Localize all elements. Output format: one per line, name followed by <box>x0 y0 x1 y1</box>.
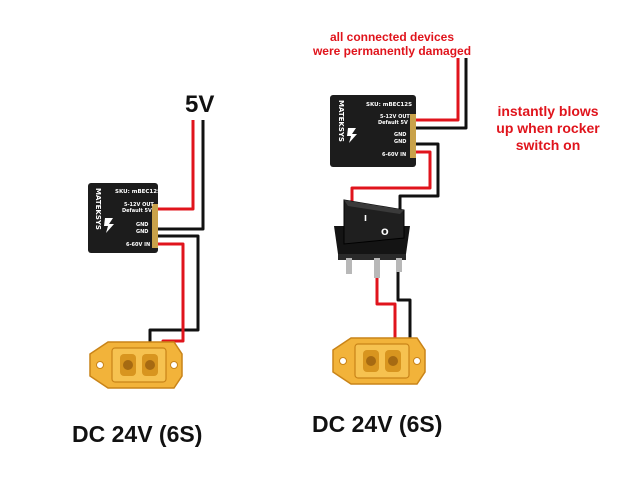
left-bec-board: MATEKSYS SKU: mBEC12S 5-12V OUT Default … <box>88 183 161 253</box>
right-bec-board: MATEKSYS SKU: mBEC12S 5-12V OUT Default … <box>330 95 416 167</box>
switch-on-mark: I <box>364 214 367 223</box>
right-circuit: MATEKSYS SKU: mBEC12S 5-12V OUT Default … <box>312 30 600 437</box>
right-gnd-black-wire <box>398 142 440 224</box>
right-board-logo-icon <box>347 128 357 143</box>
right-board-gnd2: GND <box>394 139 406 145</box>
left-circuit: MATEKSYS SKU: mBEC12S 5-12V OUT Default … <box>72 91 214 447</box>
right-xt60-connector <box>332 337 426 385</box>
left-board-in-label: 6-60V IN <box>126 242 150 248</box>
right-board-sku: SKU: mBEC12S <box>366 102 412 108</box>
right-out-black-wire <box>412 58 468 130</box>
right-out-red-wire <box>412 58 460 122</box>
left-board-out-label: 5-12V OUT <box>124 202 154 208</box>
left-board-brand: MATEKSYS <box>94 188 102 230</box>
left-board-default-label: Default 5V <box>122 208 152 214</box>
damage-note-line2: were permanently damaged <box>312 44 471 58</box>
right-switch-black-wire <box>396 270 412 340</box>
right-board-in-label: 6-60V IN <box>382 152 406 158</box>
right-board-out-label: 5-12V OUT <box>380 114 410 120</box>
left-power-source: DC 24V (6S) <box>72 421 202 447</box>
left-out-black-wire <box>154 120 205 231</box>
right-board-gnd1: GND <box>394 132 406 138</box>
right-switch-red-wire <box>375 276 397 340</box>
switch-off-mark: O <box>381 228 389 238</box>
left-in-black-wire <box>148 234 200 347</box>
right-board-default-label: Default 5V <box>378 120 408 126</box>
rocker-switch: I O <box>334 199 410 278</box>
left-board-gnd1: GND <box>136 222 148 228</box>
left-out-red-wire <box>154 120 195 211</box>
right-board-brand: MATEKSYS <box>337 100 345 142</box>
switch-note-line1: instantly blows <box>497 103 598 119</box>
left-output-voltage: 5V <box>185 91 214 118</box>
left-board-gnd2: GND <box>136 229 148 235</box>
left-xt60-connector <box>89 341 183 389</box>
right-power-source: DC 24V (6S) <box>312 411 442 437</box>
right-wires <box>350 58 468 340</box>
switch-note-line2: up when rocker <box>496 120 600 136</box>
damage-note-line1: all connected devices <box>330 30 454 44</box>
right-in-red-wire <box>350 150 432 218</box>
switch-note-line3: switch on <box>516 137 581 153</box>
left-board-sku: SKU: mBEC12S <box>115 189 161 195</box>
left-board-logo-icon <box>104 218 114 233</box>
left-in-red-wire <box>154 242 185 347</box>
